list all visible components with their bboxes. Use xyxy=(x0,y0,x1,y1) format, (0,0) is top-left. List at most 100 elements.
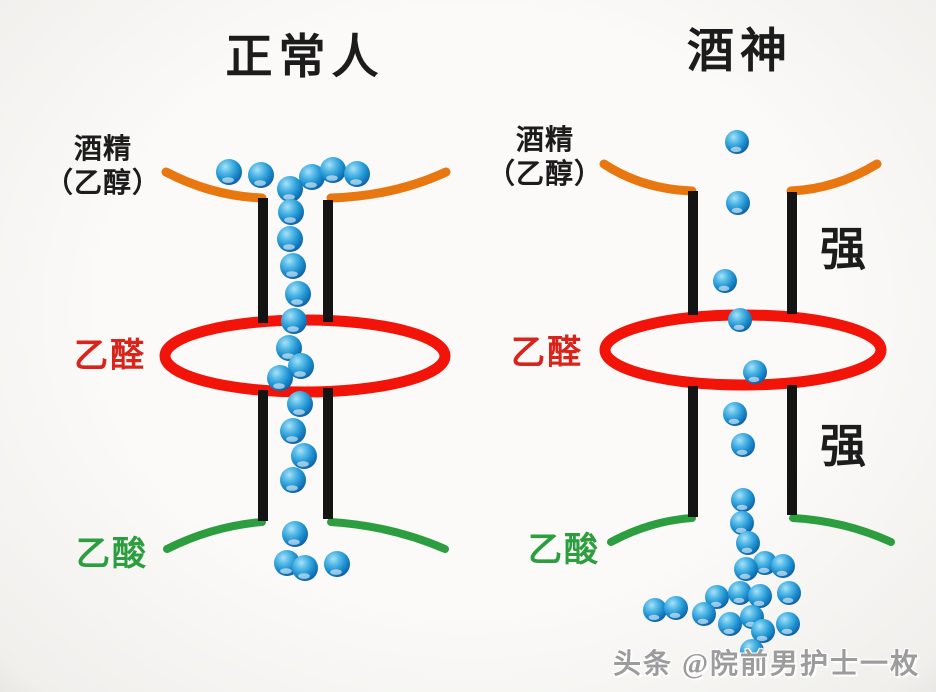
alcohol-molecule-ball xyxy=(692,602,716,626)
ball-bottom-reflection xyxy=(286,485,298,491)
alcohol-molecule-ball xyxy=(728,308,752,332)
label-strong-enzyme-2: 强 xyxy=(820,421,866,472)
alcohol-molecule-ball xyxy=(736,531,760,555)
alcohol-molecule-ball xyxy=(771,554,795,578)
alcohol-molecule-ball xyxy=(751,619,775,643)
ball-bottom-reflection xyxy=(723,628,735,635)
alcohol-molecule-ball xyxy=(740,639,764,663)
ball-bottom-reflection xyxy=(710,601,722,608)
alcohol-molecule-ball xyxy=(344,161,370,187)
funnel-rim xyxy=(599,159,697,196)
ball-bottom-reflection xyxy=(254,180,266,186)
ball-bottom-reflection xyxy=(733,597,745,604)
alcohol-molecule-ball xyxy=(726,191,750,215)
ball-bottom-reflection xyxy=(283,194,295,200)
alcohol-molecule-ball xyxy=(753,551,777,575)
ball-bottom-reflection xyxy=(305,182,317,188)
ball-bottom-reflection xyxy=(745,655,757,662)
alcohol-molecule-ball xyxy=(731,488,755,512)
ball-bottom-reflection xyxy=(733,324,745,331)
alcohol-molecule-ball xyxy=(248,162,274,188)
alcohol-molecule-ball xyxy=(324,551,350,577)
ball-bottom-reflection xyxy=(739,573,751,580)
alcohol-molecule-ball xyxy=(664,596,688,620)
alcohol-molecule-ball xyxy=(281,308,307,334)
alcohol-molecule-ball xyxy=(267,365,293,391)
title-wine-god: 酒神 xyxy=(687,26,793,78)
label-ethanol-right-line2: （乙醇） xyxy=(486,159,603,190)
ball-bottom-reflection xyxy=(282,353,294,359)
ball-bottom-reflection xyxy=(293,409,305,415)
ball-bottom-reflection xyxy=(718,285,730,292)
label-acetic-acid-right: 乙酸 xyxy=(528,532,600,569)
acetate-outlet-rim xyxy=(607,514,696,546)
ball-bottom-reflection xyxy=(288,539,300,545)
alcohol-molecule-ball xyxy=(291,443,317,469)
ball-bottom-reflection xyxy=(222,177,234,183)
alcohol-molecule-ball xyxy=(285,281,311,307)
ball-bottom-reflection xyxy=(782,597,794,604)
ball-bottom-reflection xyxy=(781,628,793,635)
ball-bottom-reflection xyxy=(741,547,753,554)
alcohol-molecule-ball xyxy=(288,353,314,379)
alcohol-molecule-ball xyxy=(320,157,346,183)
alcohol-molecule-ball xyxy=(725,130,749,154)
alcohol-molecule-ball xyxy=(643,598,667,622)
ball-bottom-reflection xyxy=(294,371,306,377)
alcohol-molecule-ball xyxy=(705,585,729,609)
alcohol-molecule-ball xyxy=(280,418,306,444)
acetate-outlet-rim xyxy=(789,514,895,546)
label-alcohol-ethanol-left: 酒精 （乙醇） xyxy=(18,133,188,201)
alcohol-molecule-ball xyxy=(718,612,742,636)
ball-bottom-reflection xyxy=(728,418,740,425)
label-alcohol-ethanol-right: 酒精 （乙醇） xyxy=(460,124,630,192)
alcohol-molecule-ball xyxy=(277,176,303,202)
ball-bottom-reflection xyxy=(284,217,296,223)
alcohol-molecule-ball xyxy=(280,253,306,279)
ball-bottom-reflection xyxy=(273,383,285,389)
acetate-outlet-rim xyxy=(163,518,266,553)
ball-bottom-reflection xyxy=(291,299,303,305)
alcohol-molecule-ball xyxy=(280,467,306,493)
ball-bottom-reflection xyxy=(669,612,681,619)
alcohol-molecule-ball xyxy=(734,557,758,581)
alcohol-molecule-ball xyxy=(730,511,754,535)
alcohol-molecule-ball xyxy=(728,581,752,605)
ball-bottom-reflection xyxy=(697,618,709,625)
alcohol-molecule-ball xyxy=(776,612,800,636)
alcohol-molecule-ball xyxy=(278,199,304,225)
title-normal-person: 正常人 xyxy=(225,32,385,84)
ball-bottom-reflection xyxy=(326,175,338,181)
alcohol-molecule-ball xyxy=(731,433,755,457)
ball-bottom-reflection xyxy=(731,207,743,214)
label-ethanol-left-line2: （乙醇） xyxy=(44,168,161,199)
alcohol-molecule-ball xyxy=(277,226,303,252)
label-strong-enzyme-1: 强 xyxy=(820,224,866,275)
funnel-rim xyxy=(326,167,451,203)
ball-bottom-reflection xyxy=(297,461,309,467)
ball-bottom-reflection xyxy=(736,504,748,511)
alcohol-molecule-ball xyxy=(723,402,747,426)
ball-bottom-reflection xyxy=(758,567,770,574)
ball-bottom-reflection xyxy=(286,436,298,442)
alcohol-molecule-ball xyxy=(777,581,801,605)
label-acetic-acid-left: 乙酸 xyxy=(76,536,148,573)
ball-bottom-reflection xyxy=(350,179,362,185)
label-acetaldehyde-right: 乙醛 xyxy=(511,335,583,372)
ball-bottom-reflection xyxy=(776,570,788,577)
ball-bottom-reflection xyxy=(330,569,342,575)
alcohol-molecule-ball xyxy=(282,521,308,547)
label-acetaldehyde-left: 乙醛 xyxy=(74,338,146,375)
label-alcohol-left-line1: 酒精 xyxy=(73,134,132,165)
alcohol-molecule-ball xyxy=(748,584,772,608)
alcohol-molecule-ball xyxy=(743,360,767,384)
ball-bottom-reflection xyxy=(280,568,292,574)
ball-bottom-reflection xyxy=(735,527,747,534)
funnel-rim xyxy=(786,159,882,196)
alcohol-molecule-ball xyxy=(299,164,325,190)
ball-bottom-reflection xyxy=(283,244,295,250)
ball-bottom-reflection xyxy=(648,614,660,621)
ball-bottom-reflection xyxy=(736,449,748,456)
alcohol-molecule-ball xyxy=(292,555,318,581)
